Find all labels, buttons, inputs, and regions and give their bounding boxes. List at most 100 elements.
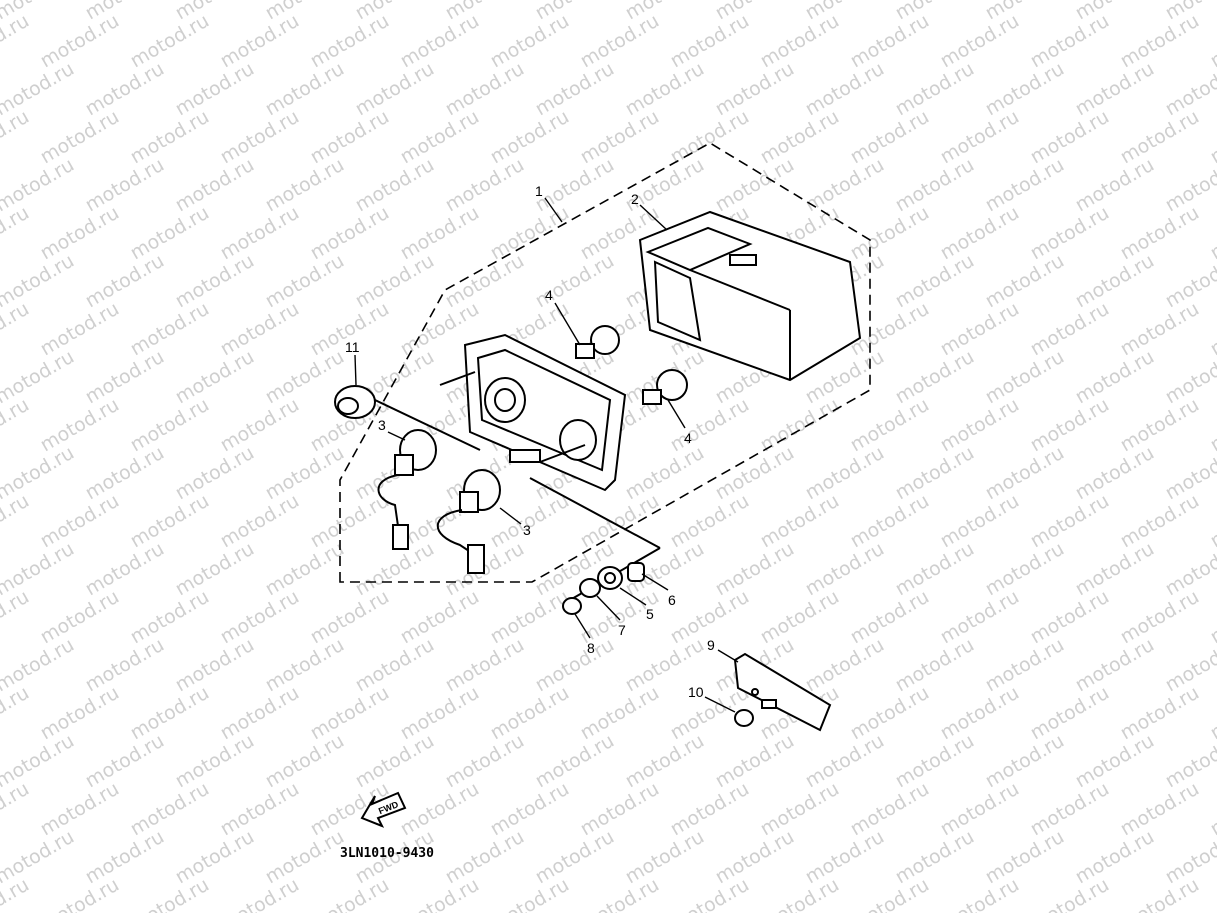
watermark-text: motod.ru	[397, 682, 483, 745]
watermark-text: motod.ru	[667, 394, 753, 457]
watermark-text: motod.ru	[217, 394, 303, 457]
watermark-text: motod.ru	[802, 634, 888, 697]
watermark-text: motod.ru	[172, 730, 258, 793]
watermark-text: motod.ru	[1207, 778, 1217, 841]
watermark-text: motod.ru	[37, 298, 123, 361]
watermark-text: motod.ru	[82, 346, 168, 409]
watermark-text: motod.ru	[307, 202, 393, 265]
watermark-text: motod.ru	[1207, 394, 1217, 457]
watermark-text: motod.ru	[1207, 10, 1217, 73]
watermark-text: motod.ru	[982, 634, 1068, 697]
watermark-text: motod.ru	[262, 442, 348, 505]
watermark-text: motod.ru	[397, 106, 483, 169]
watermark-text: motod.ru	[802, 58, 888, 121]
watermark-text: motod.ru	[532, 154, 618, 217]
watermark-text: motod.ru	[37, 202, 123, 265]
watermark-text: motod.ru	[0, 298, 33, 361]
watermark-text: motod.ru	[532, 634, 618, 697]
watermark-text: motod.ru	[1027, 682, 1113, 745]
watermark-text: motod.ru	[217, 586, 303, 649]
watermark-text: motod.ru	[1072, 730, 1158, 793]
watermark-text: motod.ru	[352, 634, 438, 697]
watermark-text: motod.ru	[937, 202, 1023, 265]
watermark-text: motod.ru	[172, 154, 258, 217]
watermark-text: motod.ru	[487, 586, 573, 649]
callout-3a: 3	[378, 417, 386, 433]
watermark-text: motod.ru	[577, 682, 663, 745]
watermark-text: motod.ru	[37, 682, 123, 745]
watermark-text: motod.ru	[667, 106, 753, 169]
watermark-text: motod.ru	[1072, 826, 1158, 889]
watermark-text: motod.ru	[1072, 442, 1158, 505]
callout-3b: 3	[523, 522, 531, 538]
callout-8: 8	[587, 640, 595, 656]
watermark-text: motod.ru	[82, 826, 168, 889]
watermark-text: motod.ru	[442, 730, 528, 793]
watermark-text: motod.ru	[937, 778, 1023, 841]
watermark-text: motod.ru	[1117, 874, 1203, 913]
watermark-text: motod.ru	[172, 346, 258, 409]
watermark-text: motod.ru	[37, 10, 123, 73]
watermark-text: motod.ru	[892, 634, 978, 697]
watermark-text: motod.ru	[172, 826, 258, 889]
watermark-text: motod.ru	[577, 106, 663, 169]
watermark-text: motod.ru	[847, 202, 933, 265]
watermark-text: motod.ru	[352, 58, 438, 121]
callout-6: 6	[668, 592, 676, 608]
callout-10: 10	[688, 684, 704, 700]
watermark-text: motod.ru	[757, 10, 843, 73]
watermark-text: motod.ru	[892, 346, 978, 409]
watermark-text: motod.ru	[847, 778, 933, 841]
watermark-text: motod.ru	[1027, 490, 1113, 553]
watermark-text: motod.ru	[262, 154, 348, 217]
watermark-text: motod.ru	[1117, 106, 1203, 169]
watermark-text: motod.ru	[757, 874, 843, 913]
watermark-text: motod.ru	[937, 394, 1023, 457]
watermark-text: motod.ru	[0, 586, 33, 649]
watermark-text: motod.ru	[442, 250, 528, 313]
callout-9: 9	[707, 637, 715, 653]
watermark-text: motod.ru	[1207, 490, 1217, 553]
watermark-text: motod.ru	[1027, 106, 1113, 169]
watermark-text: motod.ru	[847, 874, 933, 913]
watermark-text: motod.ru	[217, 682, 303, 745]
watermark-text: motod.ru	[127, 10, 213, 73]
watermark-text: motod.ru	[892, 58, 978, 121]
watermark-text: motod.ru	[847, 682, 933, 745]
watermark-text: motod.ru	[847, 586, 933, 649]
watermark-text: motod.ru	[127, 586, 213, 649]
watermark-text: motod.ru	[397, 10, 483, 73]
bulb-lower	[642, 369, 688, 405]
watermark-text: motod.ru	[982, 250, 1068, 313]
watermark-text: motod.ru	[217, 202, 303, 265]
watermark-text: motod.ru	[1117, 490, 1203, 553]
watermark-text: motod.ru	[37, 874, 123, 913]
watermark-text: motod.ru	[667, 490, 753, 553]
socket-right	[436, 469, 501, 574]
watermark-text: motod.ru	[1207, 586, 1217, 649]
watermark-text: motod.ru	[712, 154, 798, 217]
watermark-text: motod.ru	[307, 586, 393, 649]
watermark-text: motod.ru	[622, 730, 708, 793]
watermark-text: motod.ru	[937, 10, 1023, 73]
watermark-text: motod.ru	[487, 490, 573, 553]
watermark-text: motod.ru	[172, 442, 258, 505]
watermark-text: motod.ru	[1117, 10, 1203, 73]
watermark-text: motod.ru	[622, 442, 708, 505]
watermark-text: motod.ru	[532, 58, 618, 121]
callout-2: 2	[631, 191, 639, 207]
watermark-text: motod.ru	[127, 202, 213, 265]
watermark-text: motod.ru	[892, 826, 978, 889]
watermark-text: motod.ru	[172, 634, 258, 697]
hardware	[562, 562, 645, 615]
callout-7: 7	[618, 622, 626, 638]
watermark-text: motod.ru	[1207, 106, 1217, 169]
watermark-text: motod.ru	[937, 298, 1023, 361]
watermark-text: motod.ru	[0, 490, 33, 553]
watermark-text: motod.ru	[262, 826, 348, 889]
watermark-text: motod.ru	[937, 490, 1023, 553]
watermark-text: motod.ru	[1207, 874, 1217, 913]
bulb-upper	[575, 325, 620, 359]
watermark-text: motod.ru	[397, 202, 483, 265]
